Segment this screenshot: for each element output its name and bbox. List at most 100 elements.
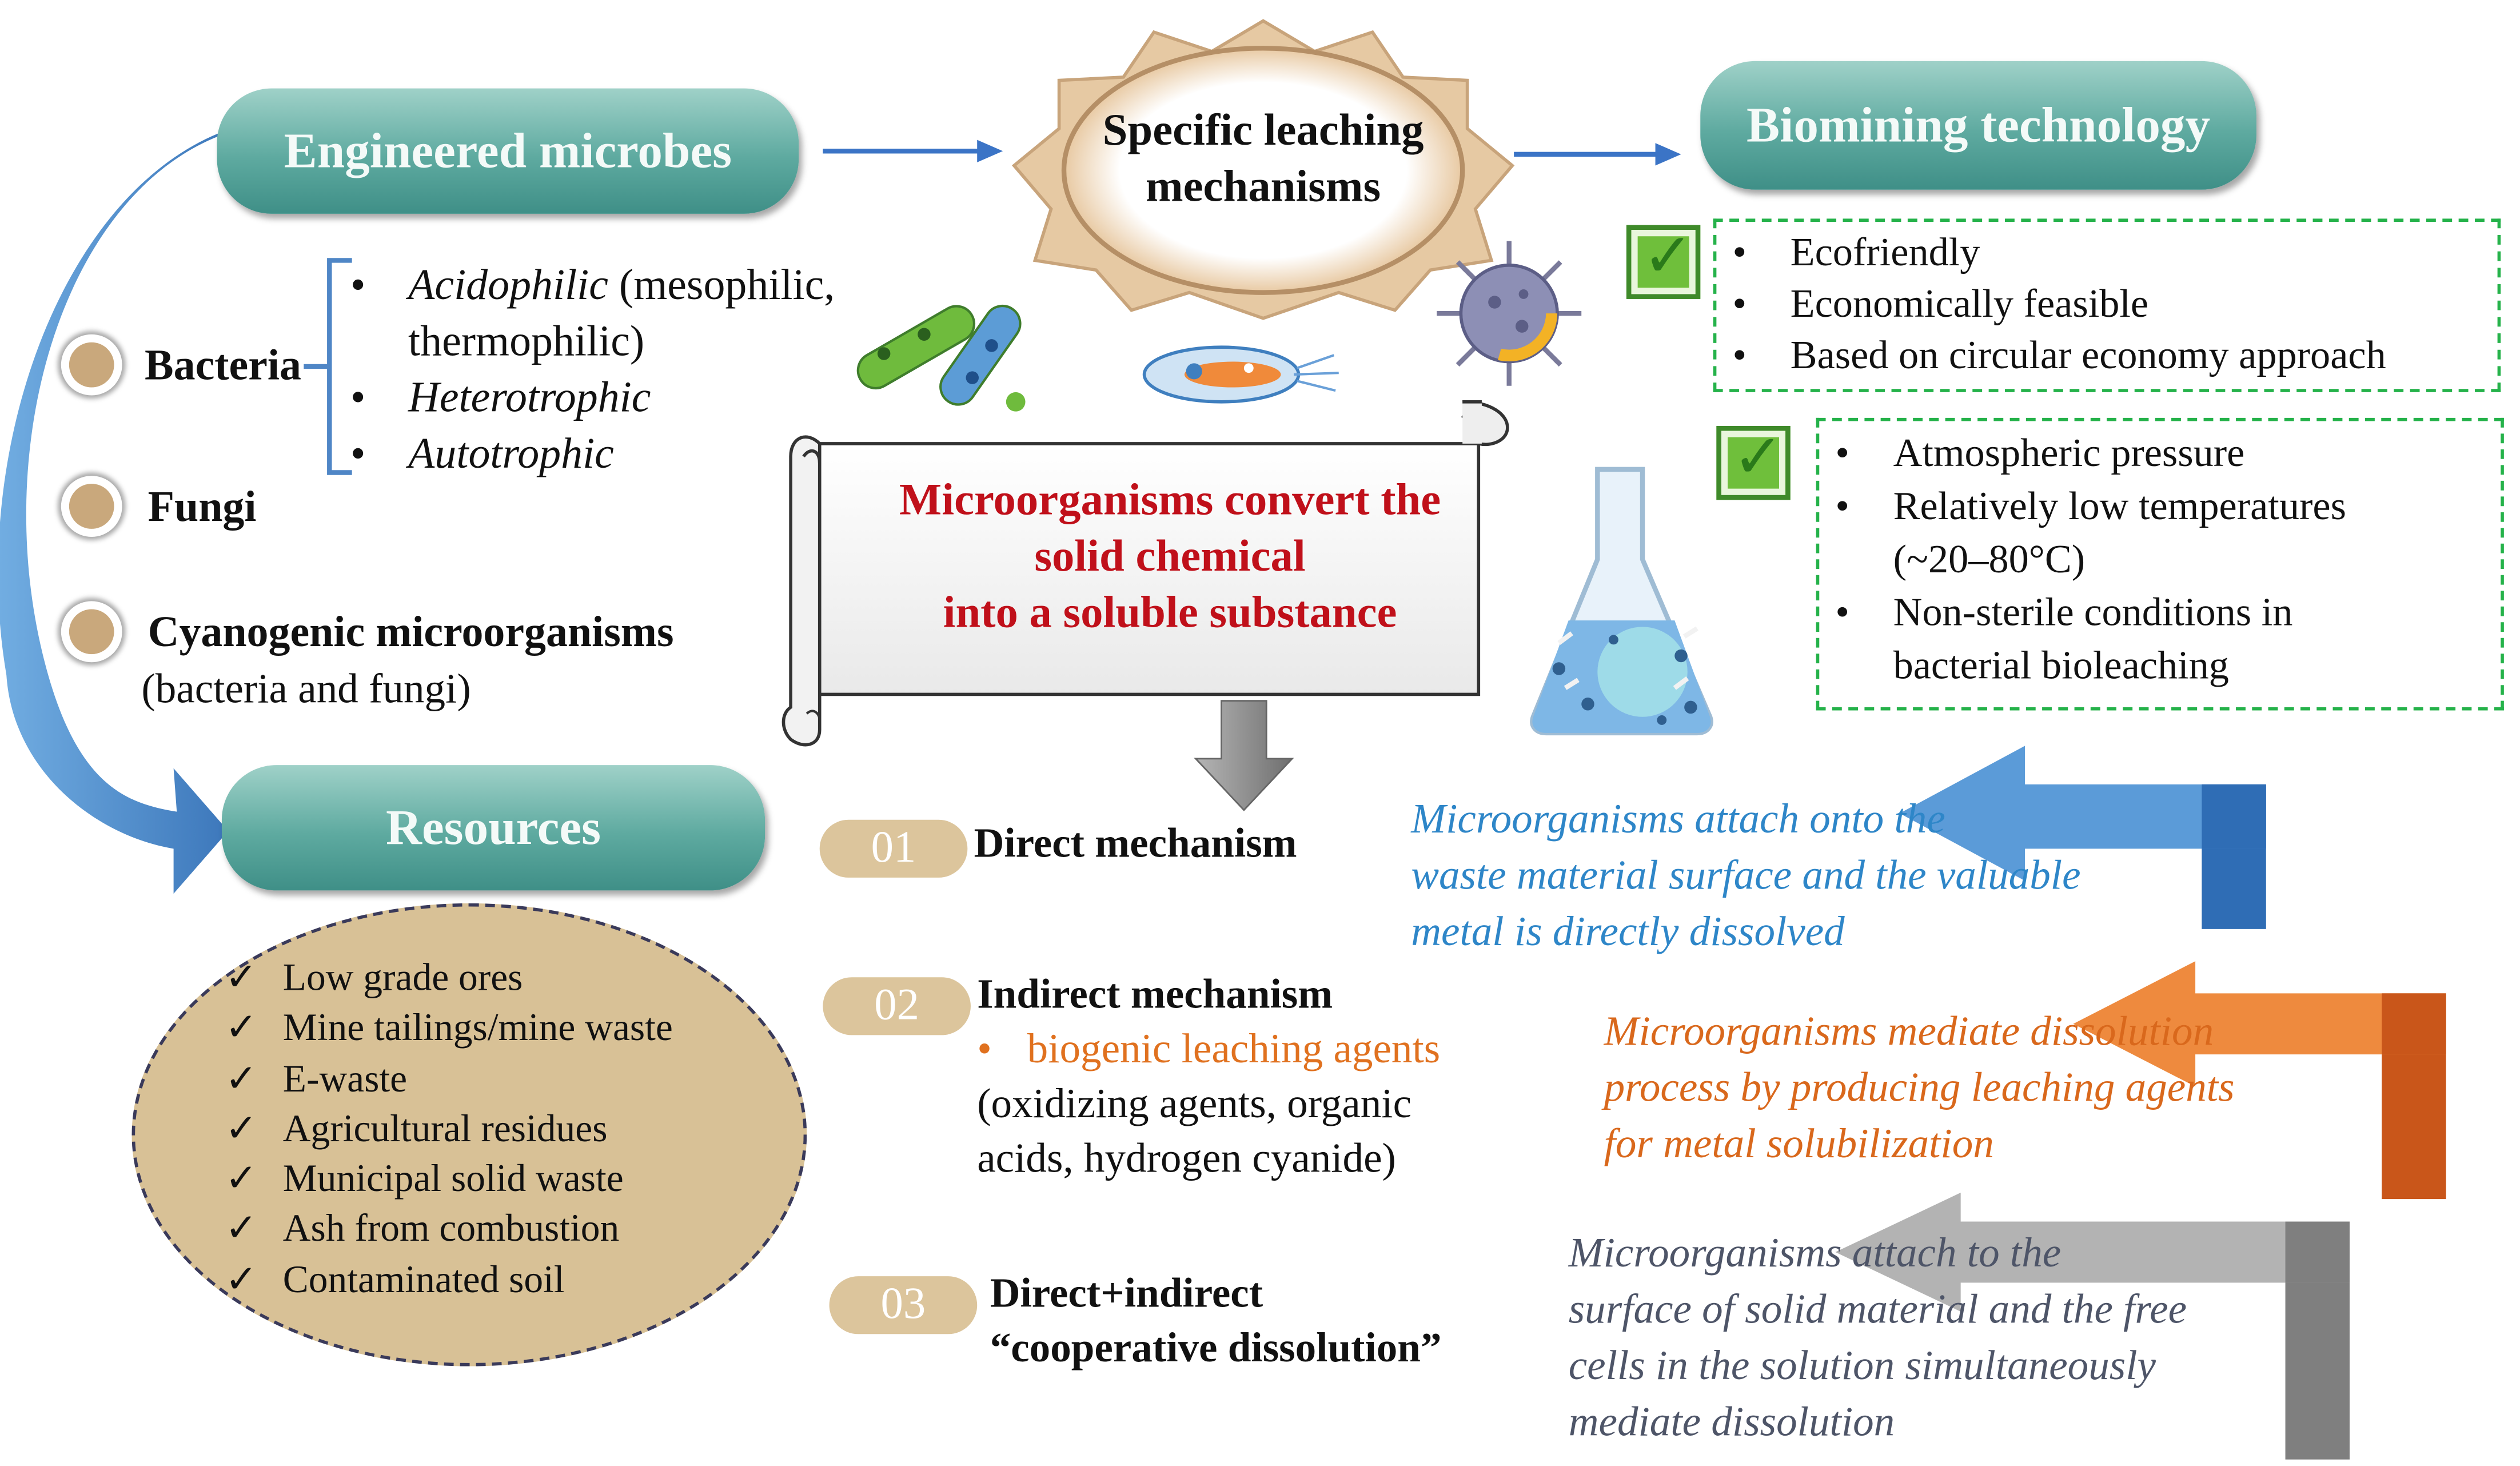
benefit-temperature: Relatively low temperatures: [1893, 485, 2346, 529]
check-mark-icon: ✓: [225, 1209, 258, 1252]
description-indirect-line: for metal solubilization: [1604, 1120, 1994, 1167]
leaching-mechanisms-title: Specific leaching mechanisms: [1042, 103, 1485, 216]
mechanism-direct-title: Direct mechanism: [974, 819, 1297, 867]
organism-fungi: Fungi: [61, 476, 257, 537]
arrow-right-icon: [823, 140, 1003, 162]
bacteria-type-acidophilic: • Acidophilic (mesophilic, thermophilic): [350, 257, 929, 370]
resources-pill: Resources: [221, 765, 765, 891]
mechanism-indirect-bullet: •biogenic leaching agents: [977, 1025, 1441, 1073]
benefit-temperature-range: (~20–80°C): [1893, 538, 2086, 582]
resource-label: Mine tailings/mine waste: [282, 1008, 673, 1050]
check-mark-icon: ✓: [225, 1008, 258, 1050]
description-direct-line: metal is directly dissolved: [1411, 908, 1845, 955]
description-direct-line: Microorganisms attach onto the: [1411, 795, 1945, 843]
bacteria-types-list: • Acidophilic (mesophilic, thermophilic)…: [350, 257, 929, 483]
autotrophic-label: Autotrophic: [408, 429, 614, 477]
flask-icon: [1530, 467, 1713, 736]
biomining-technology-label: Biomining technology: [1747, 96, 2211, 153]
leaching-agents-label: biogenic leaching agents: [1027, 1025, 1441, 1073]
bullet-dot-icon: [61, 476, 122, 537]
fungi-label: Fungi: [147, 481, 257, 530]
resource-label: Ash from combustion: [282, 1209, 620, 1252]
resource-item: ✓ Mine tailings/mine waste: [225, 1005, 673, 1055]
bacillus-icon: [1142, 345, 1339, 404]
resource-label: Low grade ores: [282, 958, 523, 1000]
benefit-economic: Economically feasible: [1790, 282, 2149, 326]
description-cooperative: Microorganisms attach to the surface of …: [1569, 1225, 2187, 1450]
resource-item: ✓E-waste: [225, 1055, 673, 1106]
mechanism-number-01: 01: [819, 819, 968, 878]
benefit-item: •Atmospheric pressure: [1835, 432, 2245, 476]
acidophilic-label: Acidophilic: [408, 260, 608, 309]
leaching-title-line1: Specific leaching: [1102, 106, 1424, 156]
blue-bent-arrow-icon: [1899, 746, 2266, 929]
resources-list: ✓ Low grade ores ✓ Mine tailings/mine wast…: [225, 955, 673, 1307]
bacteria-label: Bacteria: [145, 340, 301, 388]
bracket-icon: [304, 258, 352, 475]
benefit-pressure: Atmospheric pressure: [1893, 432, 2245, 476]
description-indirect-line: Microorganisms mediate dissolution: [1604, 1007, 2214, 1055]
bacteria-type-autotrophic: •Autotrophic: [350, 429, 614, 477]
benefits-list-1: •Ecofriendly •Economically feasible •Bas…: [1732, 228, 2386, 383]
check-mark-icon: ✓: [225, 1159, 258, 1201]
resource-label: Contaminated soil: [282, 1260, 565, 1302]
scroll-line2: solid chemical: [1034, 532, 1306, 582]
mechanism-cooperative-title-1: Direct+indirect: [990, 1269, 1263, 1317]
bullet-dot-icon: [61, 334, 122, 396]
scroll-icon: [781, 400, 1509, 747]
down-arrow-icon: [1194, 700, 1294, 811]
arrow-right-icon: [1514, 143, 1681, 166]
benefit-item: •Based on circular economy approach: [1732, 334, 2386, 378]
benefit-nonsterile-2: bacterial bioleaching: [1893, 644, 2229, 688]
check-mark-icon: ✓: [1642, 220, 1694, 291]
orange-bent-arrow-icon: [2073, 961, 2446, 1200]
description-indirect-line: process by producing leaching agents: [1604, 1064, 2235, 1111]
virus-icon: [1437, 241, 1582, 386]
benefit-item: •Economically feasible: [1732, 282, 2149, 326]
bullet-dot-icon: [61, 601, 122, 663]
engineered-microbes-label: Engineered microbes: [284, 122, 732, 179]
organism-cyanogenic: Cyanogenic microorganisms: [61, 601, 674, 663]
description-direct-line: waste material surface and the valuable: [1411, 851, 2081, 899]
cyanogenic-sub-label: (bacteria and fungi): [141, 665, 471, 712]
biomining-technology-pill: Biomining technology: [1700, 61, 2256, 190]
leaching-mechanisms-badge: [1011, 19, 1515, 320]
description-cooperative-line: mediate dissolution: [1568, 1398, 1895, 1445]
resource-item: ✓ Ash from combustion: [225, 1206, 673, 1257]
description-cooperative-line: surface of solid material and the free: [1568, 1285, 2187, 1333]
description-direct: Microorganisms attach onto the waste mat…: [1411, 791, 2080, 959]
resource-item: ✓Contaminated soil: [225, 1257, 673, 1307]
resource-item: ✓Agricultural residues: [225, 1106, 673, 1156]
resources-label: Resources: [386, 799, 601, 855]
mechanism-cooperative-title-2: “cooperative dissolution”: [990, 1324, 1442, 1371]
benefit-item: •Relatively low temperatures(~20–80°C): [1835, 481, 2346, 587]
bacteria-type-heterotrophic: •Heterotrophic: [350, 373, 651, 421]
gray-bent-arrow-icon: [1835, 1192, 2350, 1460]
benefits-box-1: [1713, 218, 2501, 392]
leaching-title-line2: mechanisms: [1146, 162, 1381, 213]
benefit-circular: Based on circular economy approach: [1790, 334, 2386, 378]
check-box-icon: ✓: [1716, 421, 1791, 500]
check-mark-icon: ✓: [1732, 421, 1784, 492]
description-indirect: Microorganisms mediate dissolution proce…: [1604, 1003, 2235, 1172]
heterotrophic-label: Heterotrophic: [408, 373, 651, 421]
check-mark-icon: ✓: [225, 958, 258, 1000]
benefit-nonsterile: Non-sterile conditions in: [1893, 591, 2293, 635]
mechanism-indirect-detail-1: (oxidizing agents, organic: [977, 1080, 1412, 1127]
bacteria-icon: [856, 304, 1026, 412]
mechanism-indirect-title: Indirect mechanism: [977, 970, 1333, 1018]
cyanogenic-label: Cyanogenic microorganisms: [147, 607, 674, 655]
scroll-line1: Microorganisms convert the: [899, 476, 1441, 526]
resource-item: ✓ Low grade ores: [225, 955, 673, 1005]
resource-label: Agricultural residues: [282, 1109, 608, 1151]
scroll-text: Microorganisms convert the solid chemica…: [852, 472, 1488, 641]
resource-item: ✓Municipal solid waste: [225, 1156, 673, 1206]
scroll-line3: into a soluble substance: [943, 588, 1397, 639]
benefits-list-2: •Atmospheric pressure •Relatively low te…: [1835, 428, 2346, 693]
acidophilic-detail-2: thermophilic): [408, 316, 645, 365]
acidophilic-detail: (mesophilic,: [608, 260, 835, 309]
benefit-ecofriendly: Ecofriendly: [1790, 231, 1980, 275]
